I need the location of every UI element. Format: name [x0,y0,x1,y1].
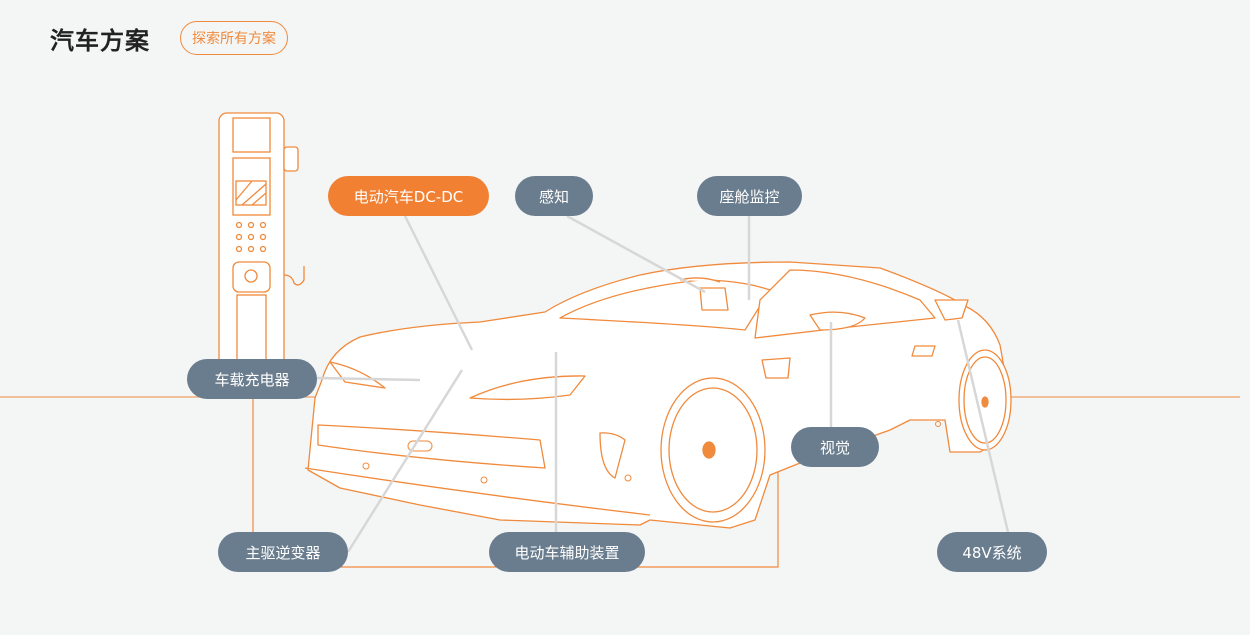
hotspot-traction-inverter[interactable]: 主驱逆变器 [218,532,348,572]
explore-all-solutions-button[interactable]: 探索所有方案 [180,21,288,55]
hotspot-ev-auxiliary[interactable]: 电动车辅助装置 [489,532,645,572]
hotspot-onboard-charger[interactable]: 车载充电器 [187,359,317,399]
hotspot-cabin-monitoring[interactable]: 座舱监控 [697,176,802,216]
charging-station-icon [218,112,305,374]
hotspot-48v-system[interactable]: 48V系统 [937,532,1047,572]
car-outline [304,261,1009,529]
page-title: 汽车方案 [50,26,150,55]
page-header: 汽车方案 探索所有方案 [50,18,288,58]
hotspot-vision[interactable]: 视觉 [791,427,879,467]
hotspot-ev-dcdc[interactable]: 电动汽车DC-DC [328,176,489,216]
hotspot-sensing[interactable]: 感知 [515,176,593,216]
hotspot-connectors [316,214,1010,553]
